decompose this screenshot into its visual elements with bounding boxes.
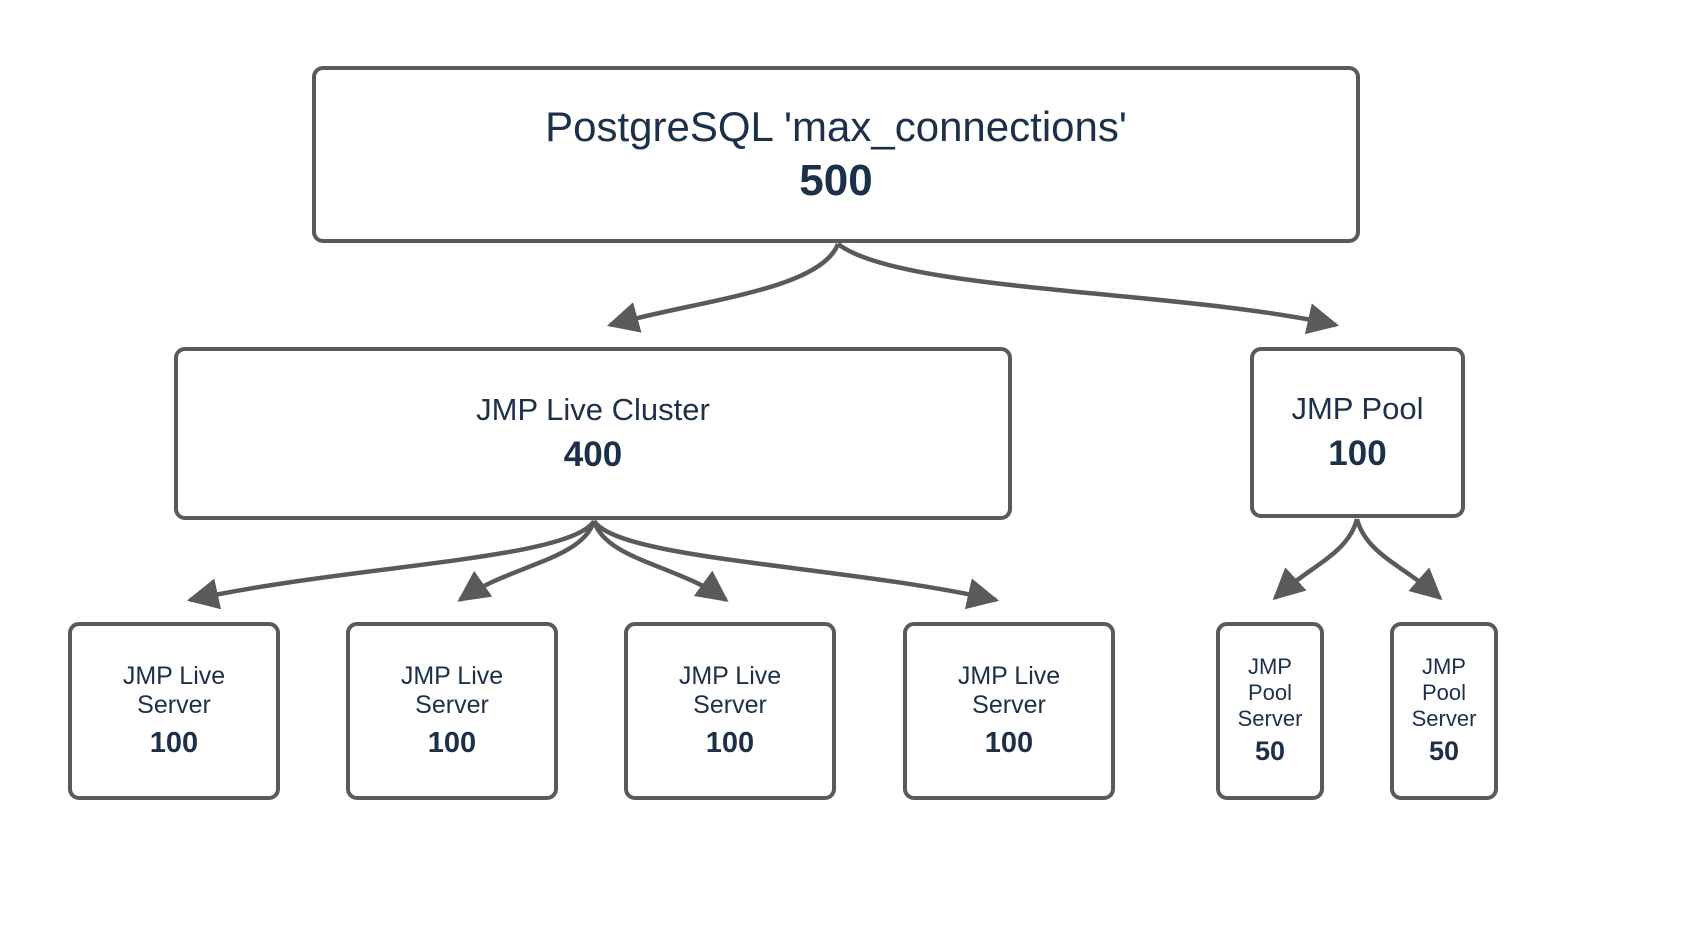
edge-cluster-to-live-2 <box>457 520 597 602</box>
node-jmp-pool-server-2[interactable]: JMP Pool Server 50 <box>1390 622 1498 800</box>
node-jmp-live-server-3[interactable]: JMP Live Server 100 <box>624 622 836 800</box>
node-label: JMP Live Server <box>957 661 1061 720</box>
node-label: JMP Pool Server <box>1237 654 1303 732</box>
node-jmp-live-server-2[interactable]: JMP Live Server 100 <box>346 622 558 800</box>
node-value: 50 <box>1254 736 1286 766</box>
node-value: 100 <box>149 726 199 759</box>
node-label: JMP Live Server <box>122 661 226 720</box>
node-label: JMP Live Cluster <box>476 391 710 427</box>
node-label: PostgreSQL 'max_connections' <box>545 102 1127 150</box>
node-jmp-live-server-4[interactable]: JMP Live Server 100 <box>903 622 1115 800</box>
edge-root-to-cluster <box>606 243 841 333</box>
edge-cluster-to-live-1 <box>186 519 596 610</box>
node-jmp-pool-server-1[interactable]: JMP Pool Server 50 <box>1216 622 1324 800</box>
node-value: 100 <box>705 726 755 759</box>
node-value: 500 <box>799 156 873 206</box>
node-jmp-live-cluster[interactable]: JMP Live Cluster 400 <box>174 347 1012 520</box>
edge-pool-to-poolserver-2 <box>1354 518 1443 601</box>
node-value: 400 <box>563 435 623 475</box>
node-label: JMP Live Server <box>678 661 782 720</box>
node-label: JMP Live Server <box>400 661 504 720</box>
node-value: 50 <box>1428 736 1460 766</box>
edge-root-to-pool <box>836 242 1340 335</box>
node-value: 100 <box>1328 434 1387 474</box>
edge-pool-to-poolserver-1 <box>1272 518 1360 601</box>
node-jmp-live-server-1[interactable]: JMP Live Server 100 <box>68 622 280 800</box>
node-label: JMP Pool <box>1291 390 1424 426</box>
node-label: JMP Pool Server <box>1411 654 1477 732</box>
edge-cluster-to-live-3 <box>591 520 729 602</box>
node-value: 100 <box>427 726 477 759</box>
node-value: 100 <box>984 726 1034 759</box>
node-jmp-pool[interactable]: JMP Pool 100 <box>1250 347 1465 518</box>
node-postgresql-max-connections[interactable]: PostgreSQL 'max_connections' 500 <box>312 66 1360 243</box>
edge-cluster-to-live-4 <box>592 519 1000 610</box>
